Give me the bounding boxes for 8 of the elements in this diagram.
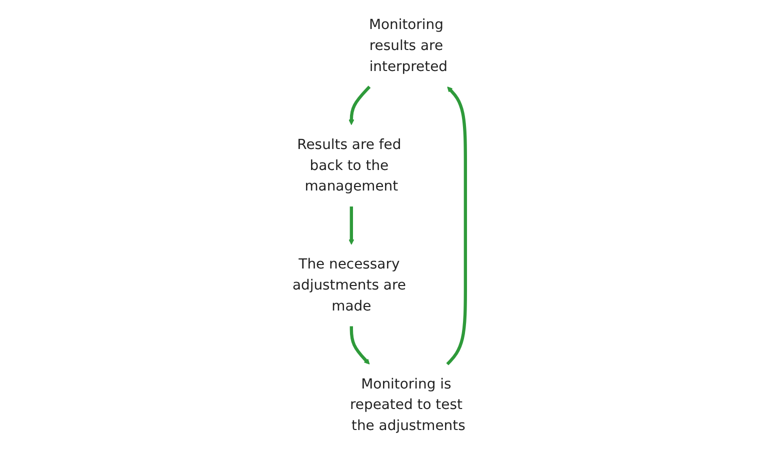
node-text: Monitoring is repeated to test the adjustments xyxy=(350,376,465,434)
node-text: Monitoring results are interpreted xyxy=(368,17,448,75)
arrow xyxy=(348,86,370,126)
node-text: Results are fed back to the management xyxy=(296,136,401,194)
arrow xyxy=(349,326,370,364)
node-text: The necessary adjustments are made xyxy=(292,256,406,314)
arrow xyxy=(446,86,467,366)
arrow xyxy=(348,206,354,245)
